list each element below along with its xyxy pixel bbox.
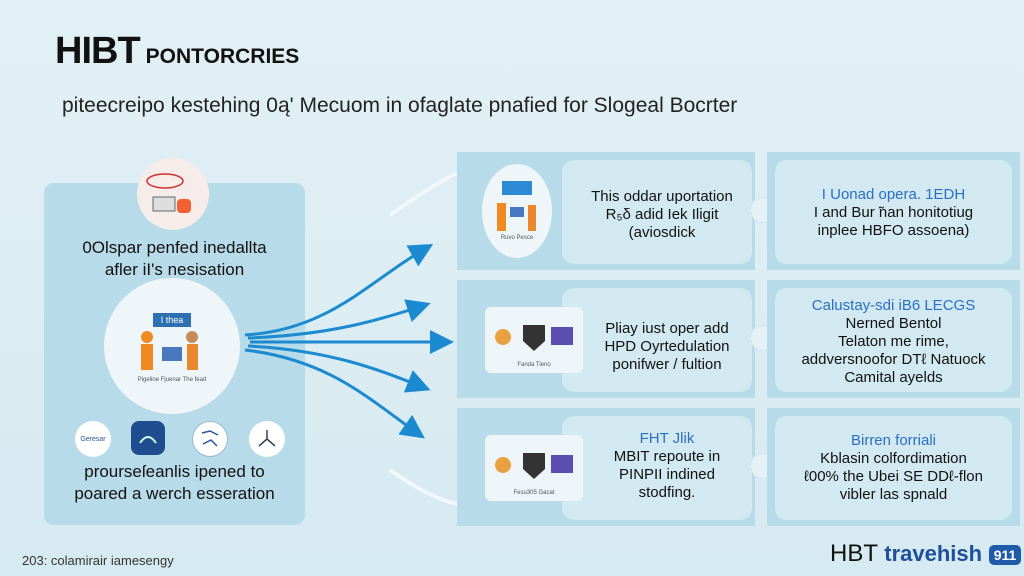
heading: Birren forriali [850, 432, 937, 449]
line: Nerned Bentol [845, 315, 942, 332]
center-caption: Pigeline Fjuenar The fead [137, 377, 207, 383]
line: This oddar uportation [591, 188, 733, 205]
line: R₅δ adid Iek Iligit [605, 206, 719, 223]
line: Pliay iust oper add [605, 320, 729, 337]
logo-prefix: HBT [830, 540, 878, 567]
title-main: HIBT [55, 30, 141, 72]
line: I and Bur ̃nan honitotiug [813, 204, 974, 221]
top-text-2: afler iI's nesisation [104, 260, 245, 279]
team-illustration-icon: I thea Pigeline Fjuenar The fead [104, 278, 240, 414]
heading: FHT Jlik [639, 430, 695, 447]
icon-label: Geresar [80, 435, 106, 443]
top-text-1: 0Olspar penfed inedallta [82, 238, 267, 257]
team-icon: Ruvo Pesce [482, 164, 552, 258]
row3-caption: Fesu305 Gacat [513, 490, 555, 496]
line: ponifwer / fultion [612, 356, 722, 373]
map-icon [192, 421, 228, 457]
line: Camital ayelds [844, 369, 943, 386]
arrow-4 [247, 344, 431, 393]
network-icon [249, 421, 285, 457]
arrow-5 [244, 348, 425, 439]
line: ℓ00% the Ubei SE DDℓ-flon [804, 468, 983, 485]
bottom-text-1: prourseſeanlis ipened to [84, 462, 265, 481]
dome-icon [131, 421, 165, 455]
row1-caption: Ruvo Pesce [500, 235, 534, 241]
arrow-2 [247, 299, 431, 340]
line: Kblasin colfordimation [820, 450, 967, 467]
brand-icon: Geresar [75, 421, 111, 457]
row2-caption: Fanda Tieno [517, 362, 551, 368]
line: HPD Oyrtedulation [604, 338, 730, 355]
heading: I Uonad opera. 1EDH [821, 186, 966, 203]
logo-name: travehish [884, 541, 983, 566]
bottom-text-2: poared a werch esseration [74, 484, 275, 503]
line: vibler las spnald [839, 486, 948, 503]
subtitle: piteecreipo kestehing 0ą' Mecuom in ofag… [62, 94, 738, 117]
arrow-1 [244, 244, 434, 337]
line: stodfing. [638, 484, 696, 501]
brand-logo: HBT travehish 911 [830, 540, 1022, 568]
line: Telaton me rime, [838, 333, 949, 350]
shield-illustration-icon: Fanda Tieno [485, 307, 583, 373]
left-panel: 0Olspar penfed inedallta afler iI's nesi… [44, 158, 305, 525]
heading: Calustay-sdi iB6 LECGS [811, 297, 976, 314]
center-badge: I thea [152, 313, 192, 327]
line: PINPII indined [619, 466, 715, 483]
speech-bubble-illustration-icon [137, 158, 209, 230]
line: addversnoofor DTℓ Natuock [801, 351, 986, 368]
line: (aviosdick [628, 224, 696, 241]
line: inplee HBFO assoena) [817, 222, 970, 239]
logo-badge: 911 [988, 544, 1022, 565]
footer-text: 203: colamirair iamesengy [22, 553, 174, 568]
title-sub: PONTORCRIES [145, 45, 300, 68]
shield-illustration-icon: Fesu305 Gacat [485, 435, 583, 501]
line: MBIT repoute in [613, 448, 721, 465]
